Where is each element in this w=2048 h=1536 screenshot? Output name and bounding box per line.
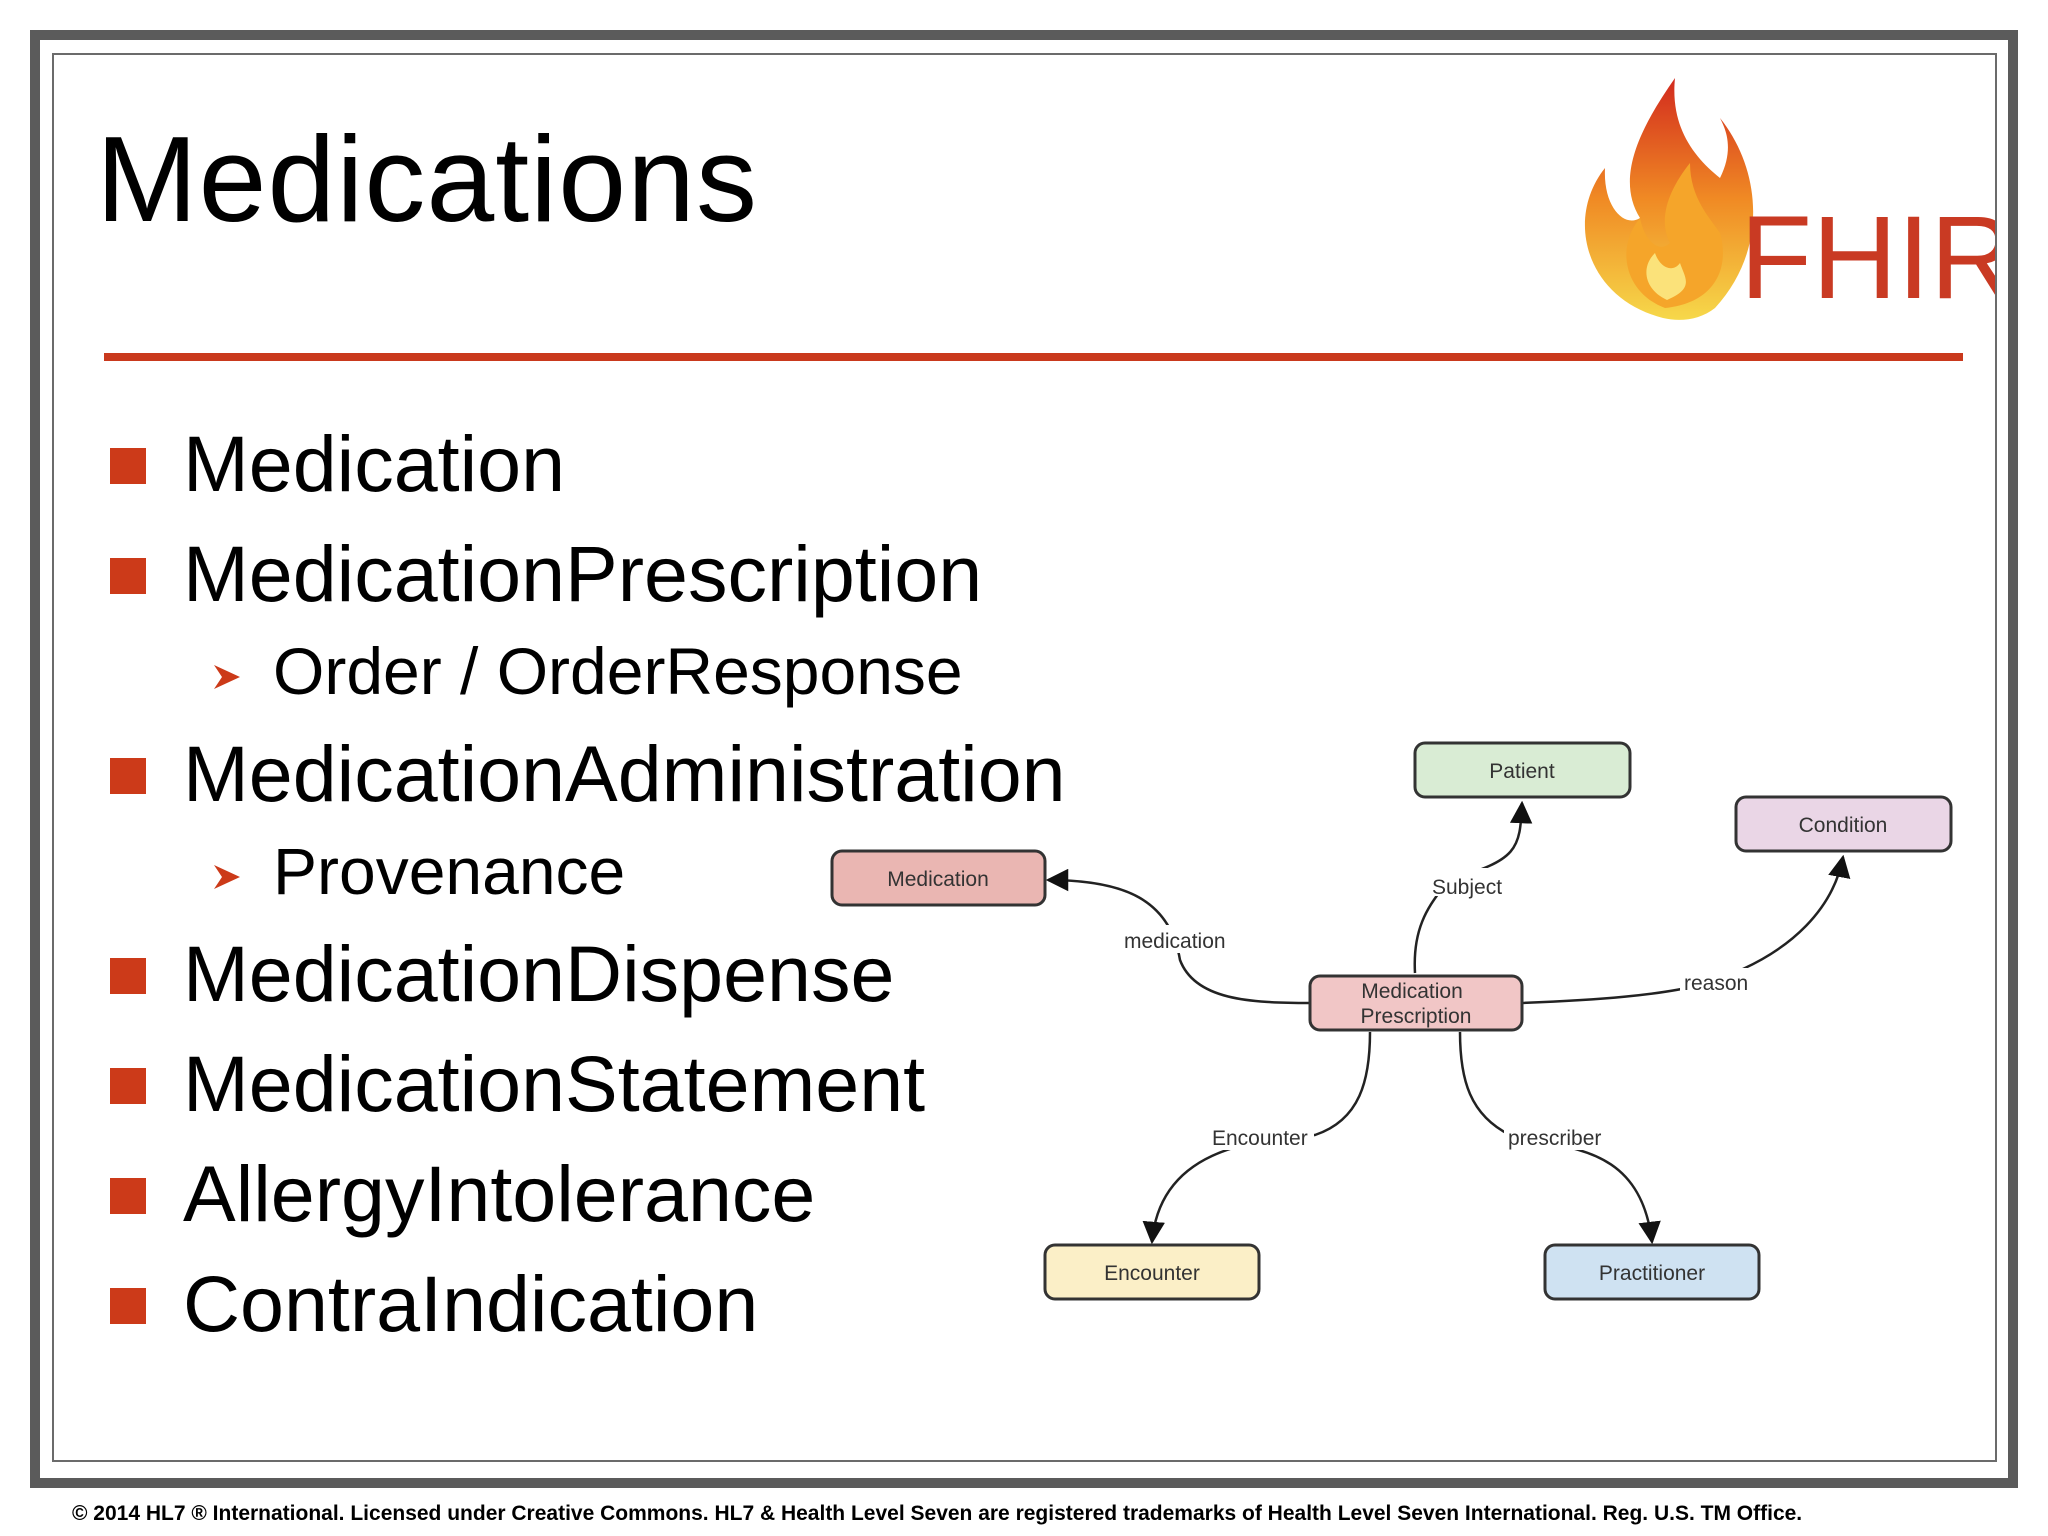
node-center-label-1: Medication [1361,980,1463,1003]
bullet-medication-dispense: MedicationDispense [183,929,895,1018]
bullet-square [110,958,146,994]
edge-medication [1045,868,1311,1005]
node-condition-label: Condition [1799,814,1888,837]
bullet-square [110,1288,146,1324]
sub-bullet-provenance: Provenance [273,834,626,908]
slide-inner-border [52,53,1997,1462]
node-center-label-2: Prescription [1361,1005,1472,1028]
sub-bullet-arrow-icon [214,865,240,889]
slide-outer-border [30,30,2018,1488]
edge-label-subject: Subject [1432,876,1502,899]
edge-label-reason: reason [1684,972,1748,995]
slide-title: Medications [96,111,758,247]
bullet-square [110,558,146,594]
bullet-square [110,758,146,794]
bullet-square [110,1178,146,1214]
sub-bullet-order: Order / OrderResponse [273,634,963,708]
bullet-medication-prescription: MedicationPrescription [183,529,983,618]
bullet-medication-statement: MedicationStatement [183,1039,926,1128]
bullet-square [110,1068,146,1104]
copyright-footer: © 2014 HL7 ® International. Licensed und… [72,1502,1803,1525]
node-encounter: Encounter [1043,1243,1261,1301]
edge-label-prescriber: prescriber [1508,1127,1601,1150]
fhir-logo-text: FHIR [1740,192,1995,324]
node-practitioner: Practitioner [1543,1243,1761,1301]
node-encounter-label: Encounter [1104,1262,1200,1285]
node-condition: Condition [1734,795,1953,853]
node-practitioner-label: Practitioner [1599,1262,1705,1285]
sub-bullet-arrow-icon [214,665,240,689]
node-medication-prescription: Medication Prescription [1308,974,1524,1032]
bullet-square [110,448,146,484]
bullet-medication-administration: MedicationAdministration [183,729,1066,818]
node-patient: Patient [1413,741,1632,799]
title-underline [104,353,1963,361]
node-medication: Medication [830,849,1047,907]
flame-icon [1584,78,1754,320]
bullet-medication: Medication [183,419,566,508]
node-medication-label: Medication [887,868,989,891]
edge-label-medication: medication [1124,930,1226,953]
edge-label-encounter: Encounter [1212,1127,1308,1150]
bullet-contraindication: ContraIndication [183,1259,759,1348]
node-patient-label: Patient [1489,760,1555,783]
bullet-allergy-intolerance: AllergyIntolerance [183,1149,816,1238]
fhir-logo: FHIR [1584,78,1995,324]
